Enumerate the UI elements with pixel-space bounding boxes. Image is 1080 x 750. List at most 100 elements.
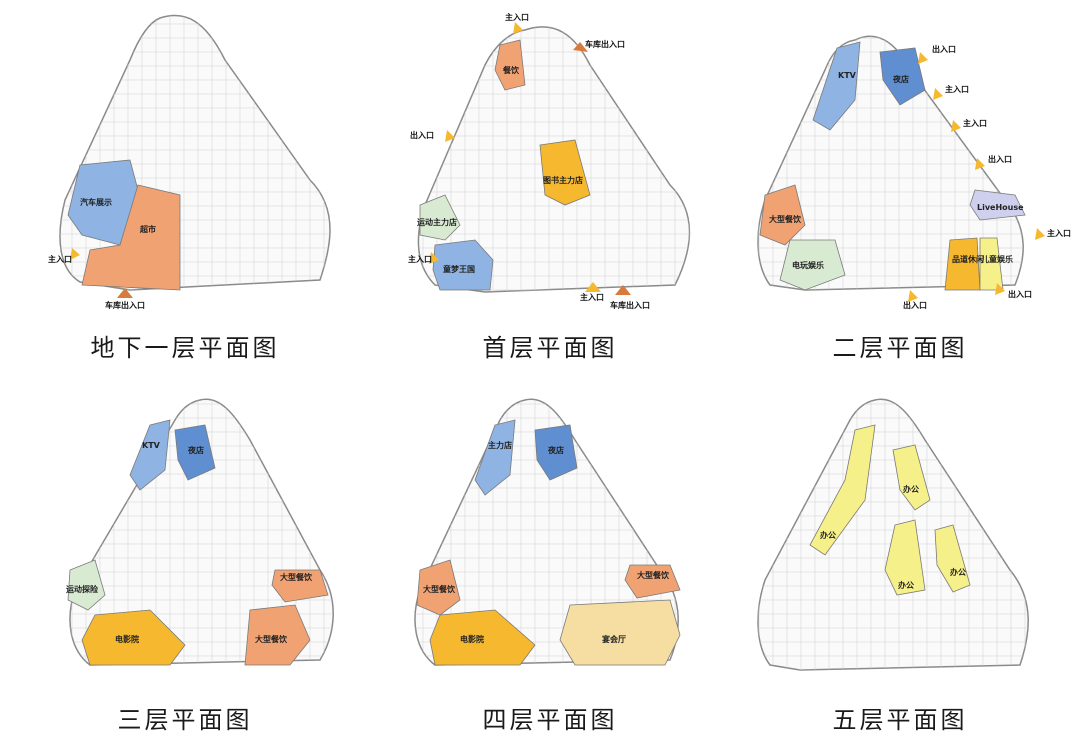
entry-label: 主入口 — [48, 254, 72, 264]
entry-label: 出入口 — [988, 154, 1012, 164]
zone-cinema — [81, 609, 186, 666]
floor-caption: 首层平面图 — [482, 334, 618, 362]
entry-label: 主入口 — [1047, 228, 1071, 238]
floorplan-panel-f2: KTV 夜店 大型餐饮 LiveHouse 电玩娱乐 品道休闲 儿童娱乐 出入口… — [725, 0, 1075, 365]
entry-arrow-icon — [573, 42, 588, 52]
zone-nightclub — [174, 424, 216, 481]
entry-arrow-icon — [995, 283, 1005, 295]
entry-arrow-icon — [429, 252, 439, 264]
zone-kids-kingdom — [432, 239, 494, 291]
zone-label: 办公 — [950, 567, 966, 577]
entry-arrow-icon — [615, 285, 631, 295]
zone-large-dining-west — [416, 559, 461, 616]
zone-office-north — [892, 444, 931, 511]
floorplan-f3: KTV 夜店 运动探险 大型餐饮 电影院 大型餐饮 — [66, 398, 334, 666]
zone-label: 大型餐饮 — [280, 572, 313, 582]
zone-sports-adventure — [67, 559, 106, 611]
zone-bookstore-anchor — [539, 139, 591, 206]
entry-arrow-icon — [933, 88, 943, 100]
zone-ktv — [129, 419, 171, 491]
zone-large-dining-east — [271, 569, 329, 603]
floorplan-panel-f1: 餐饮 图书主力店 运动主力店 童梦王国 主入口 车库出入口 出入口 主入口 主入… — [375, 0, 725, 365]
entry-label: 车库出入口 — [610, 300, 650, 310]
entry-arrow-icon — [1035, 228, 1045, 240]
entry-label: 出入口 — [1008, 289, 1032, 299]
entry-arrow-icon — [445, 130, 455, 142]
zone-label: 餐饮 — [502, 65, 520, 75]
entry-arrow-icon — [918, 52, 928, 64]
floorplan-panel-f3: KTV 夜店 运动探险 大型餐饮 电影院 大型餐饮 三层平面图 — [10, 380, 360, 745]
entry-label: 主入口 — [963, 118, 987, 128]
zone-livehouse — [969, 189, 1026, 221]
zone-sports-anchor — [419, 194, 461, 241]
floor-caption: 地下一层平面图 — [90, 334, 280, 362]
zone-office-south — [884, 519, 926, 596]
zone-label: 办公 — [903, 484, 919, 494]
zone-label: 运动探险 — [66, 584, 99, 594]
zone-office-east — [934, 524, 971, 593]
floor-caption: 四层平面图 — [482, 706, 618, 734]
zone-nightclub — [534, 424, 578, 481]
zone-label: 办公 — [820, 530, 836, 540]
entry-label: 主入口 — [580, 292, 604, 302]
zone-large-dining-east — [624, 564, 681, 599]
zone-ktv — [812, 41, 861, 131]
entry-label: 出入口 — [903, 300, 927, 310]
zone-label: 大型餐饮 — [769, 214, 802, 224]
zone-cinema — [429, 609, 536, 666]
entry-label: 车库出入口 — [105, 300, 145, 310]
zone-label: 大型餐饮 — [637, 570, 670, 580]
zone-label: 电影院 — [115, 634, 139, 644]
entry-label: 出入口 — [410, 130, 434, 140]
zone-arcade — [779, 239, 846, 291]
zone-anchor-store — [474, 419, 516, 496]
zone-label: 品道休闲 — [952, 254, 984, 264]
zone-label: LiveHouse — [977, 203, 1024, 212]
entry-arrow-icon — [975, 158, 985, 170]
floor-caption: 二层平面图 — [832, 334, 968, 362]
entry-arrow-icon — [70, 248, 80, 260]
floorplan-panel-b1: 汽车展示 超市 主入口 车库出入口 地下一层平面图 — [10, 0, 360, 365]
entry-label: 主入口 — [945, 84, 969, 94]
zone-large-dining — [759, 184, 806, 246]
floorplan-panel-f4: 主力店 夜店 大型餐饮 大型餐饮 电影院 宴会厅 四层平面图 — [375, 380, 725, 745]
zone-label: 电影院 — [460, 634, 484, 644]
zone-label: 夜店 — [547, 445, 564, 455]
floorplan-f1: 餐饮 图书主力店 运动主力店 童梦王国 主入口 车库出入口 出入口 主入口 主入… — [408, 12, 691, 310]
entry-label: 出入口 — [932, 44, 956, 54]
zone-label: 运动主力店 — [417, 217, 457, 227]
entry-label: 主入口 — [408, 254, 432, 264]
floorplan-f4: 主力店 夜店 大型餐饮 大型餐饮 电影院 宴会厅 — [414, 398, 681, 666]
floorplan-f2: KTV 夜店 大型餐饮 LiveHouse 电玩娱乐 品道休闲 儿童娱乐 出入口… — [757, 35, 1071, 310]
zone-label: 大型餐饮 — [255, 634, 288, 644]
zone-label: 儿童娱乐 — [980, 254, 1013, 264]
zone-label: 宴会厅 — [602, 634, 626, 644]
floor-caption: 五层平面图 — [832, 706, 968, 734]
zone-label: 夜店 — [892, 74, 909, 84]
zone-label: KTV — [142, 441, 161, 450]
zone-label: KTV — [838, 71, 857, 80]
floorplan-panel-f5: 办公 办公 办公 办公 五层平面图 — [725, 380, 1075, 745]
building-outline — [69, 398, 334, 666]
zone-label: 夜店 — [187, 445, 204, 455]
floorplan-b1: 汽车展示 超市 主入口 车库出入口 — [48, 14, 331, 310]
zone-leisure — [944, 237, 981, 291]
floor-caption: 三层平面图 — [117, 706, 253, 734]
zone-office-west — [809, 424, 876, 556]
zone-large-dining-south — [244, 604, 311, 666]
entry-arrow-icon — [513, 22, 523, 34]
zone-label: 童梦王国 — [443, 264, 475, 274]
entry-arrow-icon — [908, 290, 918, 302]
entry-arrow-icon — [585, 282, 601, 292]
zone-nightclub — [879, 47, 926, 106]
zone-label: 图书主力店 — [543, 175, 583, 185]
zone-label: 大型餐饮 — [423, 584, 456, 594]
entry-arrow-icon — [951, 120, 961, 132]
zone-banquet-hall — [559, 599, 681, 666]
zone-label: 汽车展示 — [80, 197, 112, 207]
entry-arrow-icon — [117, 288, 133, 298]
zone-dining — [494, 39, 526, 91]
entry-label: 车库出入口 — [585, 39, 625, 49]
floorplan-f5: 办公 办公 办公 办公 — [757, 398, 1029, 671]
zone-label: 主力店 — [488, 440, 512, 450]
